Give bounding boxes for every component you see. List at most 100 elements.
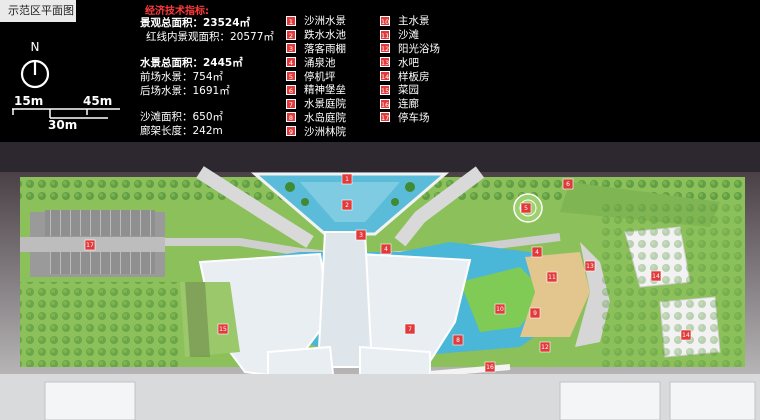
tree-cluster-east bbox=[600, 202, 745, 367]
svg-text:5: 5 bbox=[524, 205, 528, 212]
legend-label: 水岛庭院 bbox=[304, 111, 346, 124]
legend-label: 停机坪 bbox=[304, 70, 336, 83]
svg-text:6: 6 bbox=[566, 181, 570, 188]
legend-label: 连廊 bbox=[398, 98, 419, 111]
legend-label: 样板房 bbox=[398, 70, 430, 83]
svg-text:14: 14 bbox=[682, 332, 690, 339]
legend-badge: 2 bbox=[286, 29, 296, 40]
stats-block: 景观总面积：23524㎡ 红线内景观面积：20577㎡ 水景总面积：2445㎡ … bbox=[140, 16, 274, 138]
map-marker-13: 13 bbox=[584, 260, 596, 272]
legend-item: 15 菜园 bbox=[380, 83, 440, 97]
svg-text:4: 4 bbox=[535, 249, 539, 256]
legend-label: 主水景 bbox=[398, 15, 430, 28]
svg-text:16: 16 bbox=[486, 364, 494, 371]
legend-badge: 6 bbox=[286, 84, 296, 95]
legend-badge: 14 bbox=[380, 71, 390, 82]
map-marker-11: 11 bbox=[546, 271, 558, 283]
legend-label: 精神堡垒 bbox=[304, 84, 346, 97]
page-title: 示范区平面图 bbox=[0, 0, 76, 22]
residential-block-west bbox=[44, 381, 136, 420]
legend-label: 沙滩 bbox=[398, 29, 419, 42]
legend-label: 涌泉池 bbox=[304, 56, 336, 69]
scale-label-15m: 15m bbox=[14, 94, 44, 108]
entry-road-west bbox=[196, 166, 314, 248]
stat-landscape-total: 景观总面积：23524㎡ bbox=[140, 17, 251, 29]
legend-label: 水景庭院 bbox=[304, 98, 346, 111]
map-marker-17: 17 bbox=[84, 239, 96, 251]
stats-heading: 经济技术指标: bbox=[145, 6, 209, 17]
legend-badge: 7 bbox=[286, 98, 296, 109]
north-arrow: N bbox=[15, 40, 55, 90]
north-label: N bbox=[30, 40, 40, 54]
legend-item: 10 主水景 bbox=[380, 14, 440, 28]
svg-text:2: 2 bbox=[345, 202, 349, 209]
svg-text:11: 11 bbox=[548, 274, 556, 281]
stat-water-total: 水景总面积：2445㎡ bbox=[140, 57, 243, 69]
legend-badge: 10 bbox=[380, 15, 390, 26]
stat-redline-area: 红线内景观面积：20577㎡ bbox=[146, 31, 274, 43]
map-top-shadow bbox=[0, 142, 760, 172]
legend-badge: 17 bbox=[380, 112, 390, 123]
legend-label: 沙洲水景 bbox=[304, 15, 346, 28]
svg-text:12: 12 bbox=[541, 344, 549, 351]
scale-bar: 15m 45m 30m bbox=[12, 92, 122, 136]
svg-text:9: 9 bbox=[533, 310, 537, 317]
stat-back-water: 后场水景：1691㎡ bbox=[140, 85, 230, 97]
legend-item: 1 沙洲水景 bbox=[286, 14, 346, 28]
legend-panel: 示范区平面图 N 15m 45m 30m 经济技术指标: 景观总面积：23524… bbox=[0, 0, 760, 142]
legend-item: 6 精神堡垒 bbox=[286, 83, 346, 97]
legend-badge: 8 bbox=[286, 112, 296, 123]
map-marker-1: 1 bbox=[341, 173, 353, 185]
entry-road-east bbox=[394, 166, 485, 247]
water-island bbox=[460, 267, 545, 332]
stat-front-water: 前场水景：754㎡ bbox=[140, 71, 224, 83]
stat-corridor-length: 廊架长度：242m bbox=[140, 125, 223, 137]
stat-beach-area: 沙滩面积：650㎡ bbox=[140, 111, 224, 123]
map-marker-14: 14 bbox=[650, 270, 662, 282]
map-marker-7: 7 bbox=[404, 323, 416, 335]
svg-text:7: 7 bbox=[408, 326, 412, 333]
svg-text:3: 3 bbox=[359, 232, 363, 239]
map-marker-8: 8 bbox=[452, 334, 464, 346]
legend-item: 4 涌泉池 bbox=[286, 55, 346, 69]
scale-label-30m: 30m bbox=[48, 118, 78, 132]
map-marker-3: 3 bbox=[355, 229, 367, 241]
legend-badge: 1 bbox=[286, 15, 296, 26]
map-marker-12: 12 bbox=[539, 341, 551, 353]
legend-badge: 15 bbox=[380, 84, 390, 95]
legend-label: 菜园 bbox=[398, 84, 419, 97]
legend-item: 14 样板房 bbox=[380, 69, 440, 83]
svg-text:4: 4 bbox=[384, 246, 388, 253]
svg-text:13: 13 bbox=[586, 263, 594, 270]
svg-text:15: 15 bbox=[219, 326, 227, 333]
legend-label: 阳光浴场 bbox=[398, 43, 440, 55]
map-marker-6: 6 bbox=[562, 178, 574, 190]
map-marker-2: 2 bbox=[341, 199, 353, 211]
map-marker-10: 10 bbox=[494, 303, 506, 315]
scale-ruler-icon bbox=[12, 108, 120, 119]
map-marker-9: 9 bbox=[529, 307, 541, 319]
legend-item: 7 水景庭院 bbox=[286, 97, 346, 111]
map-marker-16: 16 bbox=[484, 361, 496, 373]
legend-badge: 3 bbox=[286, 43, 296, 54]
compass-icon bbox=[20, 59, 50, 89]
legend-label: 沙洲林院 bbox=[304, 125, 346, 138]
scale-label-45m: 45m bbox=[83, 94, 113, 108]
svg-text:10: 10 bbox=[496, 306, 504, 313]
legend-badge: 5 bbox=[286, 71, 296, 82]
legend-label: 水吧 bbox=[398, 56, 419, 69]
legend-item: 5 停机坪 bbox=[286, 69, 346, 83]
map-marker-4: 4 bbox=[531, 246, 543, 258]
legend-badge: 4 bbox=[286, 57, 296, 68]
map-marker-5: 5 bbox=[520, 202, 532, 214]
